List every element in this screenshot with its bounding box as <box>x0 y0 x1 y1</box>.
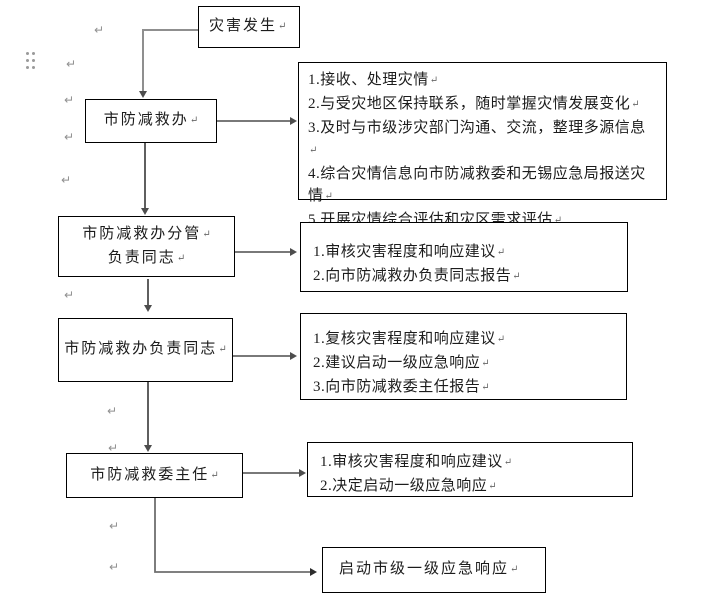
node-label: 负责同志↵ <box>107 249 186 266</box>
paragraph-mark: ↵ <box>503 457 513 468</box>
paragraph-mark: ↵ <box>94 23 105 37</box>
paragraph-mark: ↵ <box>109 560 120 574</box>
paragraph-mark: ↵ <box>109 519 120 533</box>
detail-box-office-duties[interactable]: 1.接收、处理灾情↵ 2.与受灾地区保持联系，随时掌握灾情发展变化↵ 3.及时与… <box>298 62 667 228</box>
paragraph-mark: ↵ <box>202 228 211 240</box>
node-label: 灾害发生↵ <box>209 18 287 34</box>
detail-line: 4.综合灾情信息向市防减救委和无锡应急局报送灾情↵ <box>308 166 646 204</box>
paragraph-mark: ↵ <box>64 130 75 144</box>
paragraph-mark: ↵ <box>512 271 521 282</box>
detail-line: 3.向市防减救委主任报告↵ <box>313 379 490 395</box>
node-committee-director[interactable]: 市防减救委主任↵ <box>66 453 243 498</box>
node-activate-level1-response[interactable]: 启动市级一级应急响应↵ <box>322 547 546 593</box>
node-disaster-reduction-office[interactable]: 市防减救办↵ <box>85 99 217 143</box>
connector-leader-to-details <box>233 352 297 360</box>
node-label: 市防减救办↵ <box>103 112 199 128</box>
detail-line: 2.决定启动一级应急响应↵ <box>320 478 497 494</box>
connector-leader-to-director <box>144 382 152 452</box>
paragraph-mark: ↵ <box>496 334 506 345</box>
connector-office-to-deputy <box>141 143 149 215</box>
paragraph-mark: ↵ <box>66 57 77 71</box>
paragraph-mark: ↵ <box>481 382 490 393</box>
paragraph-mark: ↵ <box>189 115 199 126</box>
detail-line: 2.建议启动一级应急响应↵ <box>313 355 490 371</box>
detail-line: 1.审核灾害程度和响应建议↵ <box>313 244 506 260</box>
connector-start-to-office <box>139 29 198 98</box>
node-label: 启动市级一级应急响应↵ <box>339 561 519 577</box>
node-office-leader[interactable]: 市防减救办负责同志↵ <box>58 318 233 382</box>
node-office-deputy-leader[interactable]: 市防减救办分管↵ 负责同志↵ <box>58 216 235 277</box>
paragraph-mark: ↵ <box>218 344 227 355</box>
node-label: 市防减救委主任↵ <box>90 466 219 483</box>
node-label: 市防减救办负责同志↵ <box>64 341 227 357</box>
connector-deputy-to-details <box>235 248 297 256</box>
paragraph-mark: ↵ <box>108 441 119 455</box>
paragraph-mark: ↵ <box>107 404 118 418</box>
detail-line: 2.向市防减救办负责同志报告↵ <box>313 268 521 284</box>
paragraph-mark: ↵ <box>64 93 75 107</box>
paragraph-mark: ↵ <box>429 75 439 86</box>
detail-line: 2.与受灾地区保持联系，随时掌握灾情发展变化↵ <box>308 96 640 112</box>
detail-box-leader-duties[interactable]: 1.复核灾害程度和响应建议↵ 2.建议启动一级应急响应↵ 3.向市防减救委主任报… <box>300 313 627 400</box>
detail-line: 1.复核灾害程度和响应建议↵ <box>313 331 506 347</box>
connector-director-to-end <box>154 498 317 576</box>
paragraph-mark: ↵ <box>324 191 333 202</box>
connector-office-to-details <box>217 117 297 125</box>
connector-deputy-to-leader <box>144 279 152 312</box>
paragraph-mark: ↵ <box>64 288 75 302</box>
detail-box-director-duties[interactable]: 1.审核灾害程度和响应建议↵ 2.决定启动一级应急响应↵ <box>307 442 633 497</box>
paragraph-mark: ↵ <box>309 145 318 156</box>
connector-director-to-details <box>243 469 306 477</box>
node-disaster-occurs[interactable]: 灾害发生↵ <box>198 6 300 48</box>
drag-handle-icon[interactable] <box>26 52 29 55</box>
detail-line: 1.审核灾害程度和响应建议↵ <box>320 454 513 470</box>
paragraph-mark: ↵ <box>496 247 506 258</box>
paragraph-mark: ↵ <box>176 252 186 264</box>
detail-line: 1.接收、处理灾情↵ <box>308 72 439 88</box>
paragraph-mark: ↵ <box>553 215 563 226</box>
paragraph-mark: ↵ <box>631 99 640 110</box>
node-label: 市防减救办分管↵ <box>82 225 211 242</box>
detail-line: 3.及时与市级涉灾部门沟通、交流，整理多源信息↵ <box>308 120 646 156</box>
paragraph-mark: ↵ <box>61 173 72 187</box>
paragraph-mark: ↵ <box>481 358 490 369</box>
paragraph-mark: ↵ <box>488 481 497 492</box>
paragraph-mark: ↵ <box>278 21 287 32</box>
detail-box-deputy-duties[interactable]: 1.审核灾害程度和响应建议↵ 2.向市防减救办负责同志报告↵ <box>300 222 628 292</box>
paragraph-mark: ↵ <box>210 469 219 481</box>
paragraph-mark: ↵ <box>510 564 519 575</box>
